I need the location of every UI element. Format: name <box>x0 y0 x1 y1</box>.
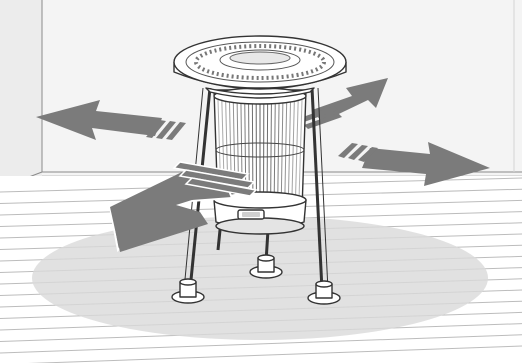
grille-bar <box>294 99 299 201</box>
foot-right <box>307 280 341 305</box>
heat-arrow-right-front <box>338 142 490 186</box>
left-wall <box>0 0 42 195</box>
deck-plank-line <box>28 345 522 363</box>
grille-bar <box>273 99 276 201</box>
table-top <box>173 35 347 99</box>
foot-center <box>249 254 283 279</box>
patio-heater-icon <box>171 35 347 305</box>
grille-bar <box>277 99 280 201</box>
heat-arrow-front-left <box>108 161 258 253</box>
grille-bar <box>266 99 269 201</box>
base-ring <box>213 191 307 235</box>
grille-bar <box>280 99 284 201</box>
grille-bar <box>284 99 288 201</box>
grille-bar <box>287 99 292 201</box>
grille-bar <box>298 99 303 201</box>
grille-bar <box>291 99 295 201</box>
front-leg-right <box>310 87 324 291</box>
heat-arrow-left <box>36 100 186 140</box>
foot-left <box>171 278 205 304</box>
grille-bar <box>251 99 254 201</box>
table-top-dial-ring <box>194 44 326 80</box>
grille-bar <box>270 99 272 201</box>
deck-plank-line <box>0 334 522 354</box>
